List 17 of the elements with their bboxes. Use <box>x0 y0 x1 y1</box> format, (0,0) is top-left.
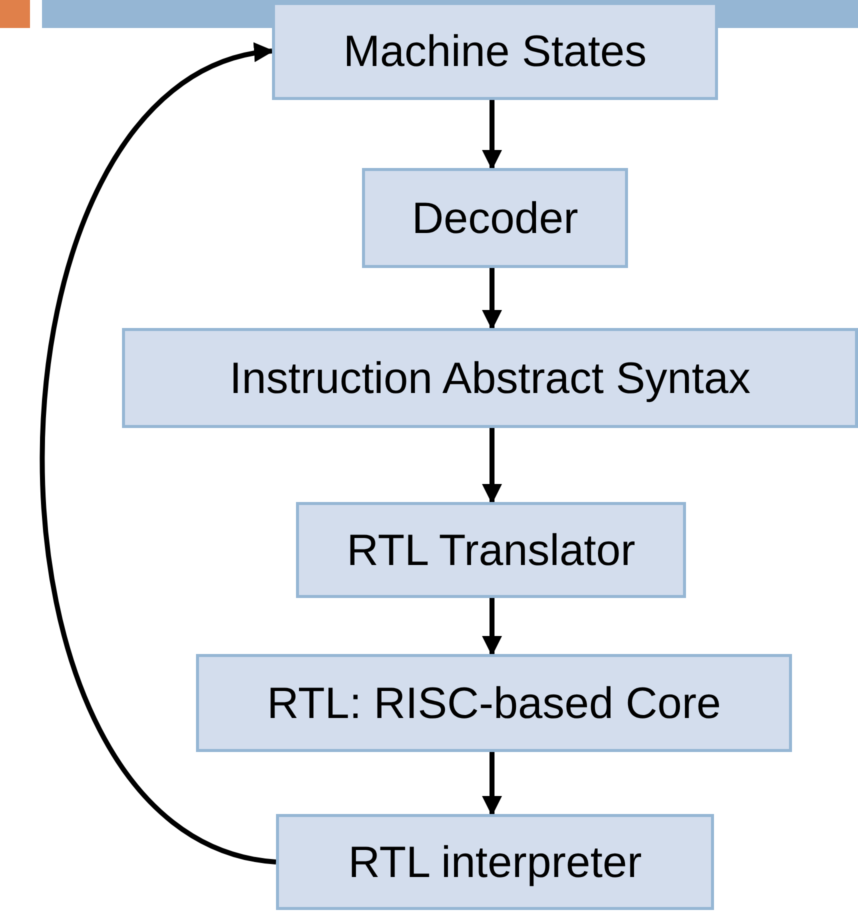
arrow <box>482 752 502 816</box>
box-label: RTL interpreter <box>348 836 642 888</box>
process-box <box>296 502 686 598</box>
box-label: RTL Translator <box>346 524 636 576</box>
process-box <box>362 168 628 268</box>
process-box <box>196 654 792 752</box>
box-label: RTL: RISC-based Core <box>266 678 722 730</box>
arrow <box>482 598 502 656</box>
box-label: Instruction Abstract Syntax <box>230 352 750 404</box>
process-box <box>272 2 718 100</box>
process-box <box>122 328 858 428</box>
arrow <box>482 100 502 170</box>
box-label: Machine States <box>343 26 647 78</box>
arrow <box>482 428 502 504</box>
box-label: Decoder <box>412 192 578 244</box>
process-box <box>276 814 714 910</box>
arrow <box>482 268 502 330</box>
